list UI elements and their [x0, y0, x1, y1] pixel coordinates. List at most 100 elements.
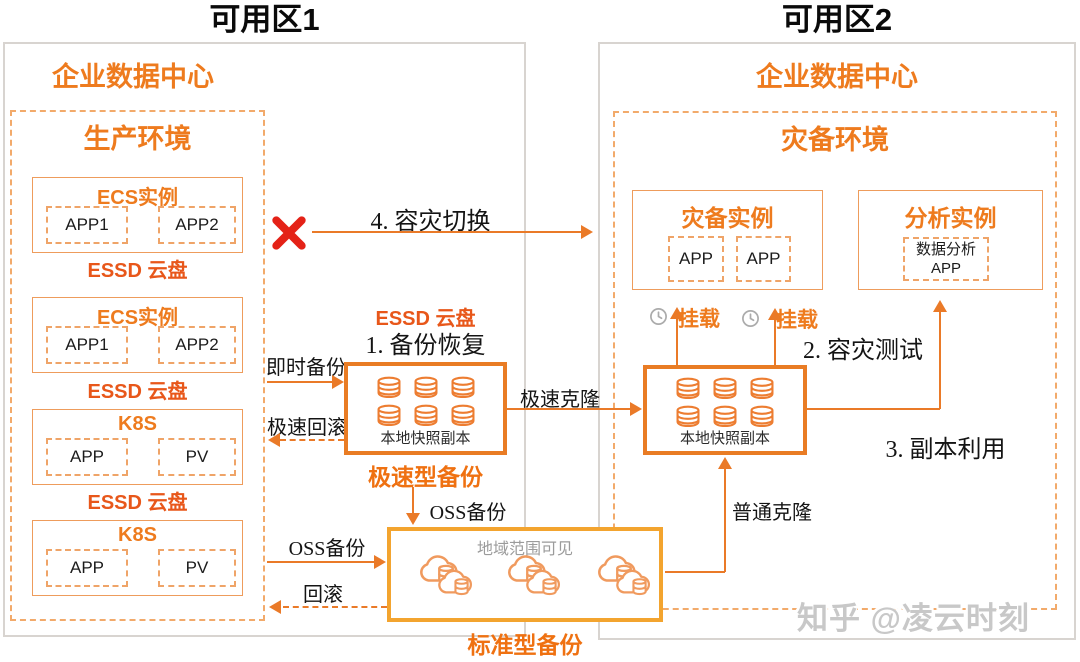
- dr-instance-box: 灾备实例 APP APP: [632, 190, 823, 290]
- app-label: APP1: [65, 215, 109, 234]
- database-icon: [711, 405, 739, 428]
- fast-clone-label: 极速克隆: [520, 389, 600, 411]
- fast-rollback-arrow-line: [280, 439, 344, 441]
- normal-clone-line-horizontal: [665, 571, 725, 573]
- app-box: PV: [158, 438, 236, 476]
- app-label: APP: [678, 249, 714, 268]
- local-snapshot-caption: 本地快照副本: [679, 430, 770, 447]
- fast-clone-arrow-line: [507, 408, 631, 410]
- step4-failover-label: 4. 容灾切换: [370, 209, 491, 235]
- app-box: APP: [46, 549, 128, 587]
- oss-backup-left-arrow-line: [267, 561, 375, 563]
- oss-backup-down-label: OSS备份: [429, 502, 507, 524]
- instant-backup-arrow-line: [267, 381, 333, 383]
- dr-env-box: [613, 111, 1057, 610]
- app-label: PV: [185, 558, 209, 577]
- clock-icon: [741, 309, 760, 328]
- oss-backup-down-arrowhead: [406, 513, 420, 525]
- analysis-app-box: 数据分析 APP: [903, 237, 989, 281]
- mount-right-label: 挂载: [776, 309, 818, 332]
- zone2-title: 可用区2: [781, 2, 893, 37]
- normal-clone-arrowhead: [718, 457, 732, 469]
- zone1-title: 可用区1: [209, 2, 320, 37]
- analysis-app-line2: APP: [930, 260, 961, 277]
- mount-left-label: 挂载: [678, 308, 720, 331]
- production-env-title: 生产环境: [83, 124, 192, 154]
- database-icon: [674, 405, 702, 428]
- app-label: APP2: [175, 335, 219, 354]
- app-label: APP: [69, 447, 105, 466]
- instant-backup-label: 即时备份: [266, 357, 346, 379]
- cloud-backup-icon: [418, 554, 474, 604]
- database-icon: [674, 377, 702, 400]
- app-box: APP1: [46, 206, 128, 244]
- app-box: APP: [668, 236, 724, 282]
- region-scope-label: 地域范围可见: [476, 541, 573, 558]
- instant-backup-arrowhead: [332, 375, 344, 389]
- production-group-ecs-1: ECS实例 APP1 APP2: [32, 177, 243, 253]
- failover-arrow-line: [312, 231, 582, 233]
- app-box: APP2: [158, 326, 236, 364]
- essd-disk-center-label: ESSD 云盘: [375, 308, 476, 330]
- local-snapshot-box-left: 本地快照副本: [344, 362, 507, 455]
- group-title: K8S: [118, 413, 157, 435]
- database-icon: [375, 404, 403, 427]
- step2-dr-test-label: 2. 容灾测试: [803, 338, 923, 364]
- oss-backup-left-arrowhead: [374, 555, 386, 569]
- group-title: K8S: [118, 524, 157, 546]
- rollback-label: 回滚: [303, 584, 343, 606]
- analysis-app-line1: 数据分析: [915, 241, 976, 258]
- step3-copy-use-label: 3. 副本利用: [885, 437, 1006, 463]
- group-title: ECS实例: [96, 187, 179, 209]
- mount-right-arrowhead: [768, 308, 782, 320]
- database-icon: [412, 404, 440, 427]
- copy-use-line-horizontal: [807, 408, 940, 410]
- oss-backup-left-label: OSS备份: [288, 538, 366, 560]
- database-icon: [711, 377, 739, 400]
- app-label: APP1: [65, 335, 109, 354]
- app-box: APP: [46, 438, 128, 476]
- copy-use-arrowhead: [933, 300, 947, 312]
- clock-icon: [649, 307, 668, 326]
- step1-backup-restore-label: 1. 备份恢复: [365, 333, 486, 359]
- analysis-instance-title: 分析实例: [904, 205, 997, 231]
- production-group-ecs-2: ECS实例 APP1 APP2: [32, 297, 243, 373]
- app-box: APP1: [46, 326, 128, 364]
- database-icon: [748, 377, 776, 400]
- mount-left-arrowhead: [670, 307, 684, 319]
- cloud-backup-icon: [596, 554, 652, 604]
- app-label: APP: [69, 558, 105, 577]
- standard-backup-label: 标准型备份: [467, 632, 583, 658]
- dr-env-title: 灾备环境: [781, 125, 889, 155]
- watermark: 知乎 @凌云时刻: [797, 601, 1030, 636]
- production-group-k8s-2: K8S APP PV: [32, 520, 243, 596]
- group-title: ECS实例: [96, 307, 179, 329]
- database-icon: [375, 376, 403, 399]
- normal-clone-label: 普通克隆: [732, 502, 812, 524]
- app-label: APP: [746, 249, 781, 268]
- standard-backup-box: 地域范围可见: [387, 527, 663, 622]
- failure-x-icon: [271, 215, 307, 251]
- production-group-k8s-1: K8S APP PV: [32, 409, 243, 485]
- copy-use-line-vertical: [939, 312, 941, 409]
- normal-clone-line-vertical: [724, 469, 726, 572]
- rollback-arrow-line: [283, 606, 387, 608]
- essd-disk-label: ESSD 云盘: [87, 381, 188, 403]
- app-box: APP: [736, 236, 791, 282]
- mount-left-arrow-line: [676, 319, 678, 365]
- fast-rollback-label: 极速回滚: [267, 417, 347, 439]
- failover-arrowhead: [581, 225, 593, 239]
- essd-disk-label: ESSD 云盘: [87, 492, 188, 514]
- oss-backup-down-arrow-line: [412, 487, 414, 515]
- local-snapshot-caption: 本地快照副本: [380, 430, 471, 447]
- app-box: PV: [158, 549, 236, 587]
- zone1-datacenter-label: 企业数据中心: [52, 62, 214, 92]
- zone2-datacenter-label: 企业数据中心: [756, 62, 918, 92]
- mount-right-arrow-line: [774, 320, 776, 365]
- rollback-arrowhead: [269, 600, 281, 614]
- local-snapshot-box-right: 本地快照副本: [643, 365, 807, 455]
- cloud-backup-icon: [506, 554, 562, 604]
- production-env-box: [10, 110, 265, 621]
- fast-clone-arrowhead: [630, 402, 642, 416]
